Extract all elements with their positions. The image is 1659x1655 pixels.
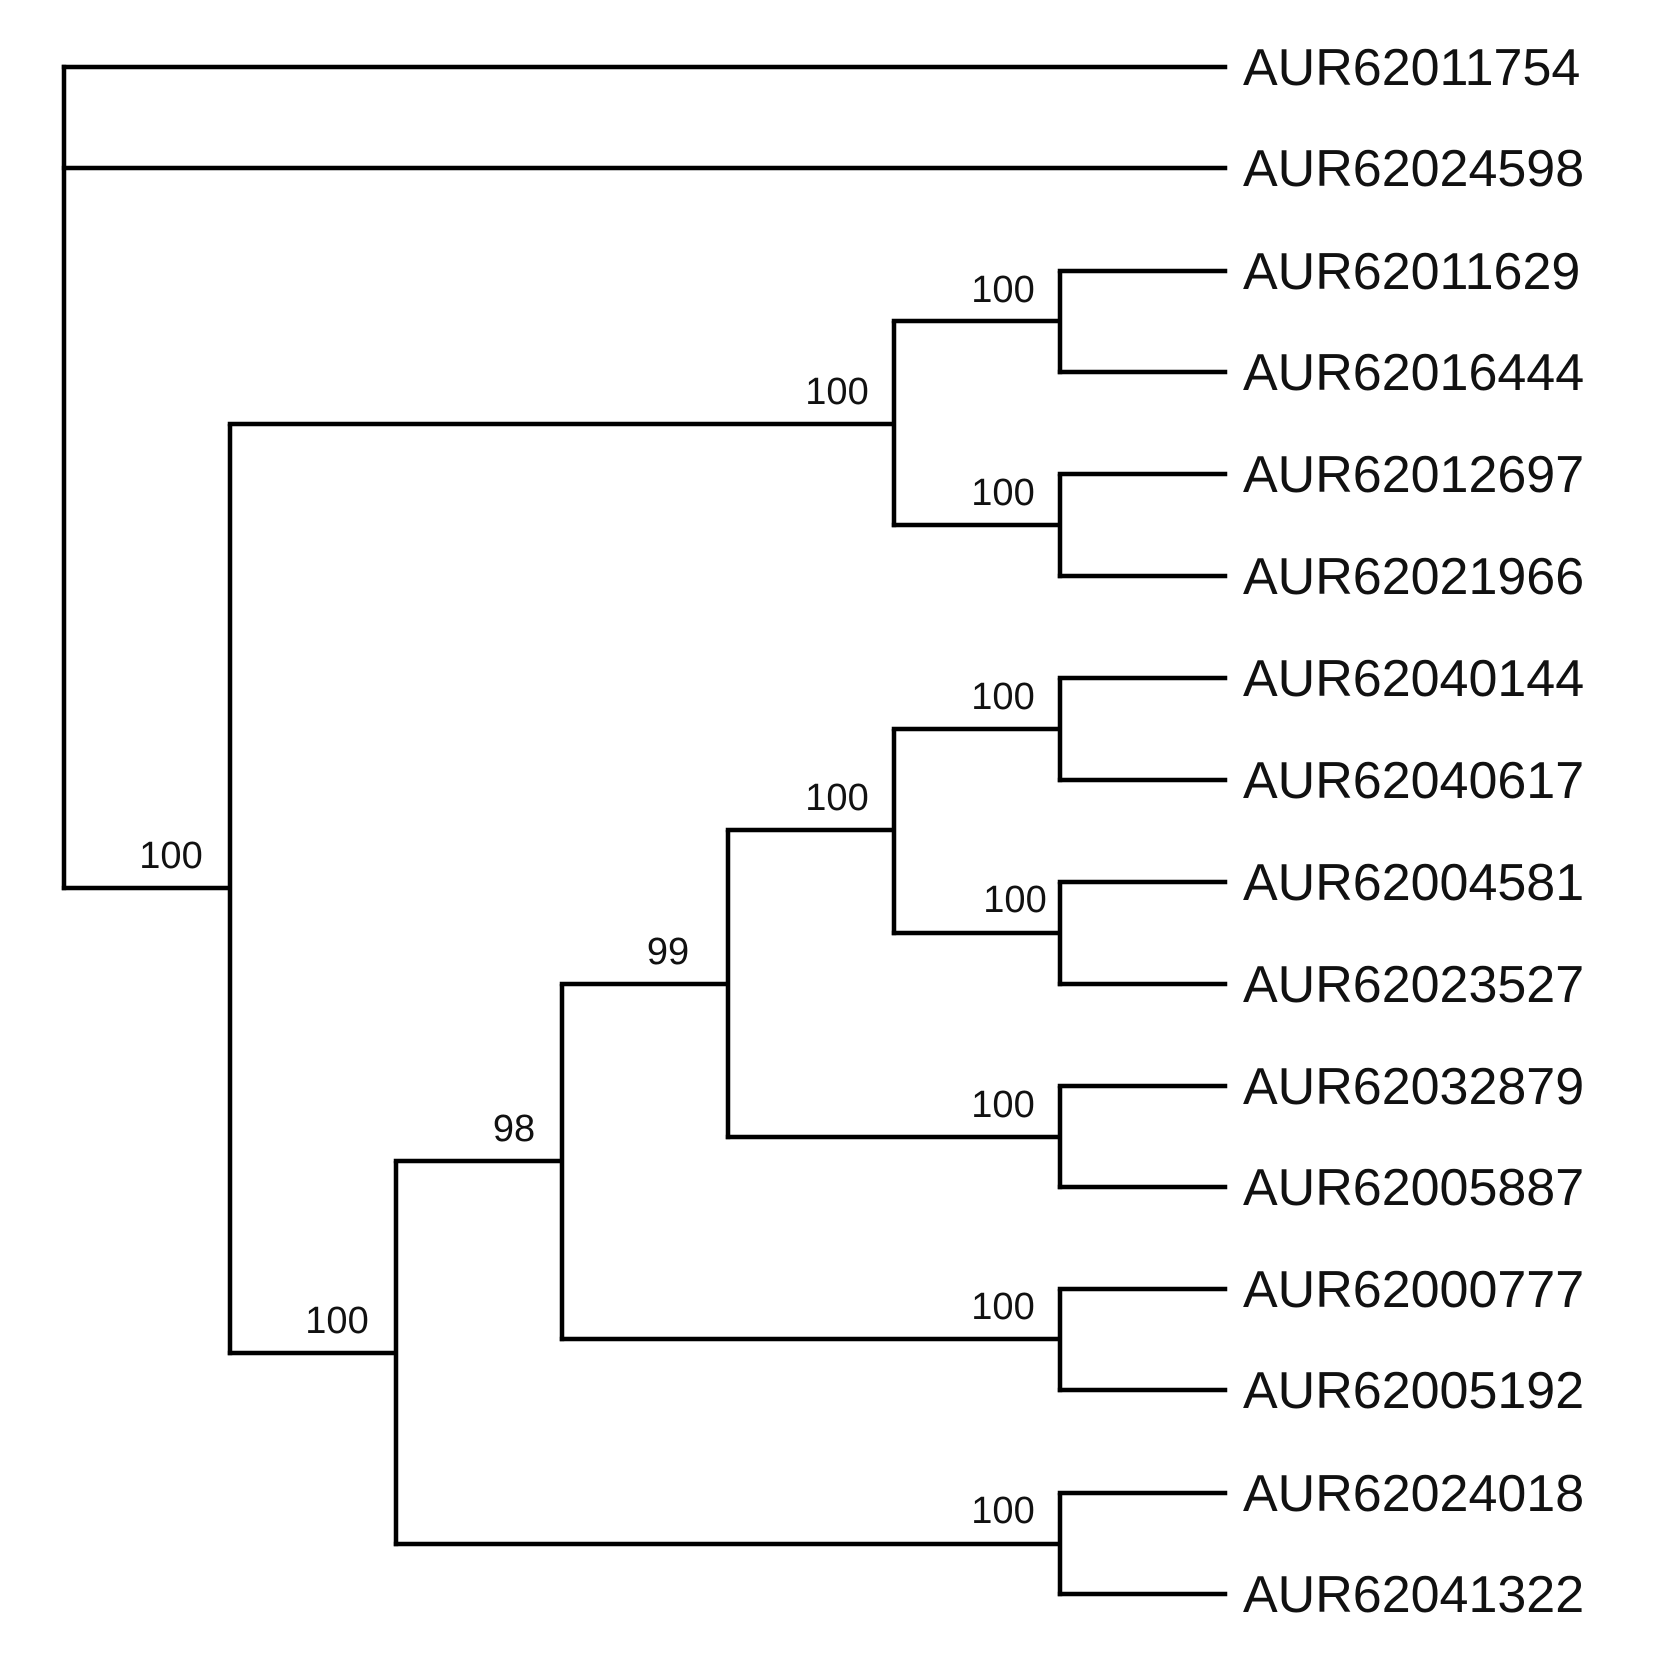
leaf-label: AUR62032879 (1243, 1058, 1584, 1116)
leaf-label: AUR62040617 (1243, 752, 1584, 810)
support-value: 98 (493, 1108, 535, 1150)
leaf-label: AUR62016444 (1243, 344, 1584, 402)
branch-clade-a2a1a (725, 729, 897, 936)
leaf-label: AUR62004581 (1243, 854, 1584, 912)
leaf-label: AUR62023527 (1243, 956, 1584, 1014)
support-value: 100 (971, 472, 1034, 514)
support-value: 100 (971, 1286, 1034, 1328)
leaf-label: AUR62011629 (1243, 243, 1580, 301)
branch-clade-a2a2 (559, 1289, 1063, 1393)
leaf-label: AUR62011754 (1243, 39, 1580, 97)
leaf-label: AUR62021966 (1243, 548, 1584, 606)
support-value: 100 (139, 835, 202, 877)
support-value: 100 (305, 1300, 368, 1342)
support-value: 100 (971, 1084, 1034, 1126)
leaf-label: AUR62040144 (1243, 650, 1584, 708)
support-values: 100 100 100 100 100 100 100 99 98 100 10… (139, 269, 1046, 1532)
support-value: 100 (805, 371, 868, 413)
leaf-label: AUR62024018 (1243, 1465, 1584, 1523)
branch-clade-a2b (393, 1493, 1063, 1597)
branch-clade-a (61, 424, 233, 1356)
branch-clade-a1b (891, 474, 1063, 579)
branch-clade-a1a (891, 271, 1063, 375)
branch-clade-a2a (393, 984, 565, 1342)
branch-clade-a2 (227, 1161, 399, 1547)
support-value: 100 (805, 777, 868, 819)
branch-clade-a2a1a2 (891, 882, 1063, 987)
leaf-label: AUR62012697 (1243, 446, 1584, 504)
branch-clade-a2a1b (725, 1086, 1063, 1190)
leaf-label: AUR62005192 (1243, 1362, 1584, 1420)
leaf-label: AUR62005887 (1243, 1159, 1584, 1217)
leaf-labels: AUR62011754 AUR62024598 AUR62011629 AUR6… (1243, 39, 1584, 1624)
leaf-label: AUR62041322 (1243, 1566, 1584, 1624)
support-value: 100 (971, 269, 1034, 311)
support-value: 100 (971, 1490, 1034, 1532)
branch-clade-a1 (227, 321, 897, 528)
support-value: 100 (983, 879, 1046, 921)
support-value: 100 (971, 676, 1034, 718)
branches (61, 64, 1228, 1597)
leaf-label: AUR62000777 (1243, 1261, 1584, 1319)
branch-clade-a2a1a1 (891, 678, 1063, 783)
branch-clade-a2a1 (559, 830, 731, 1140)
support-value: 99 (647, 931, 689, 973)
leaf-label: AUR62024598 (1243, 140, 1584, 198)
